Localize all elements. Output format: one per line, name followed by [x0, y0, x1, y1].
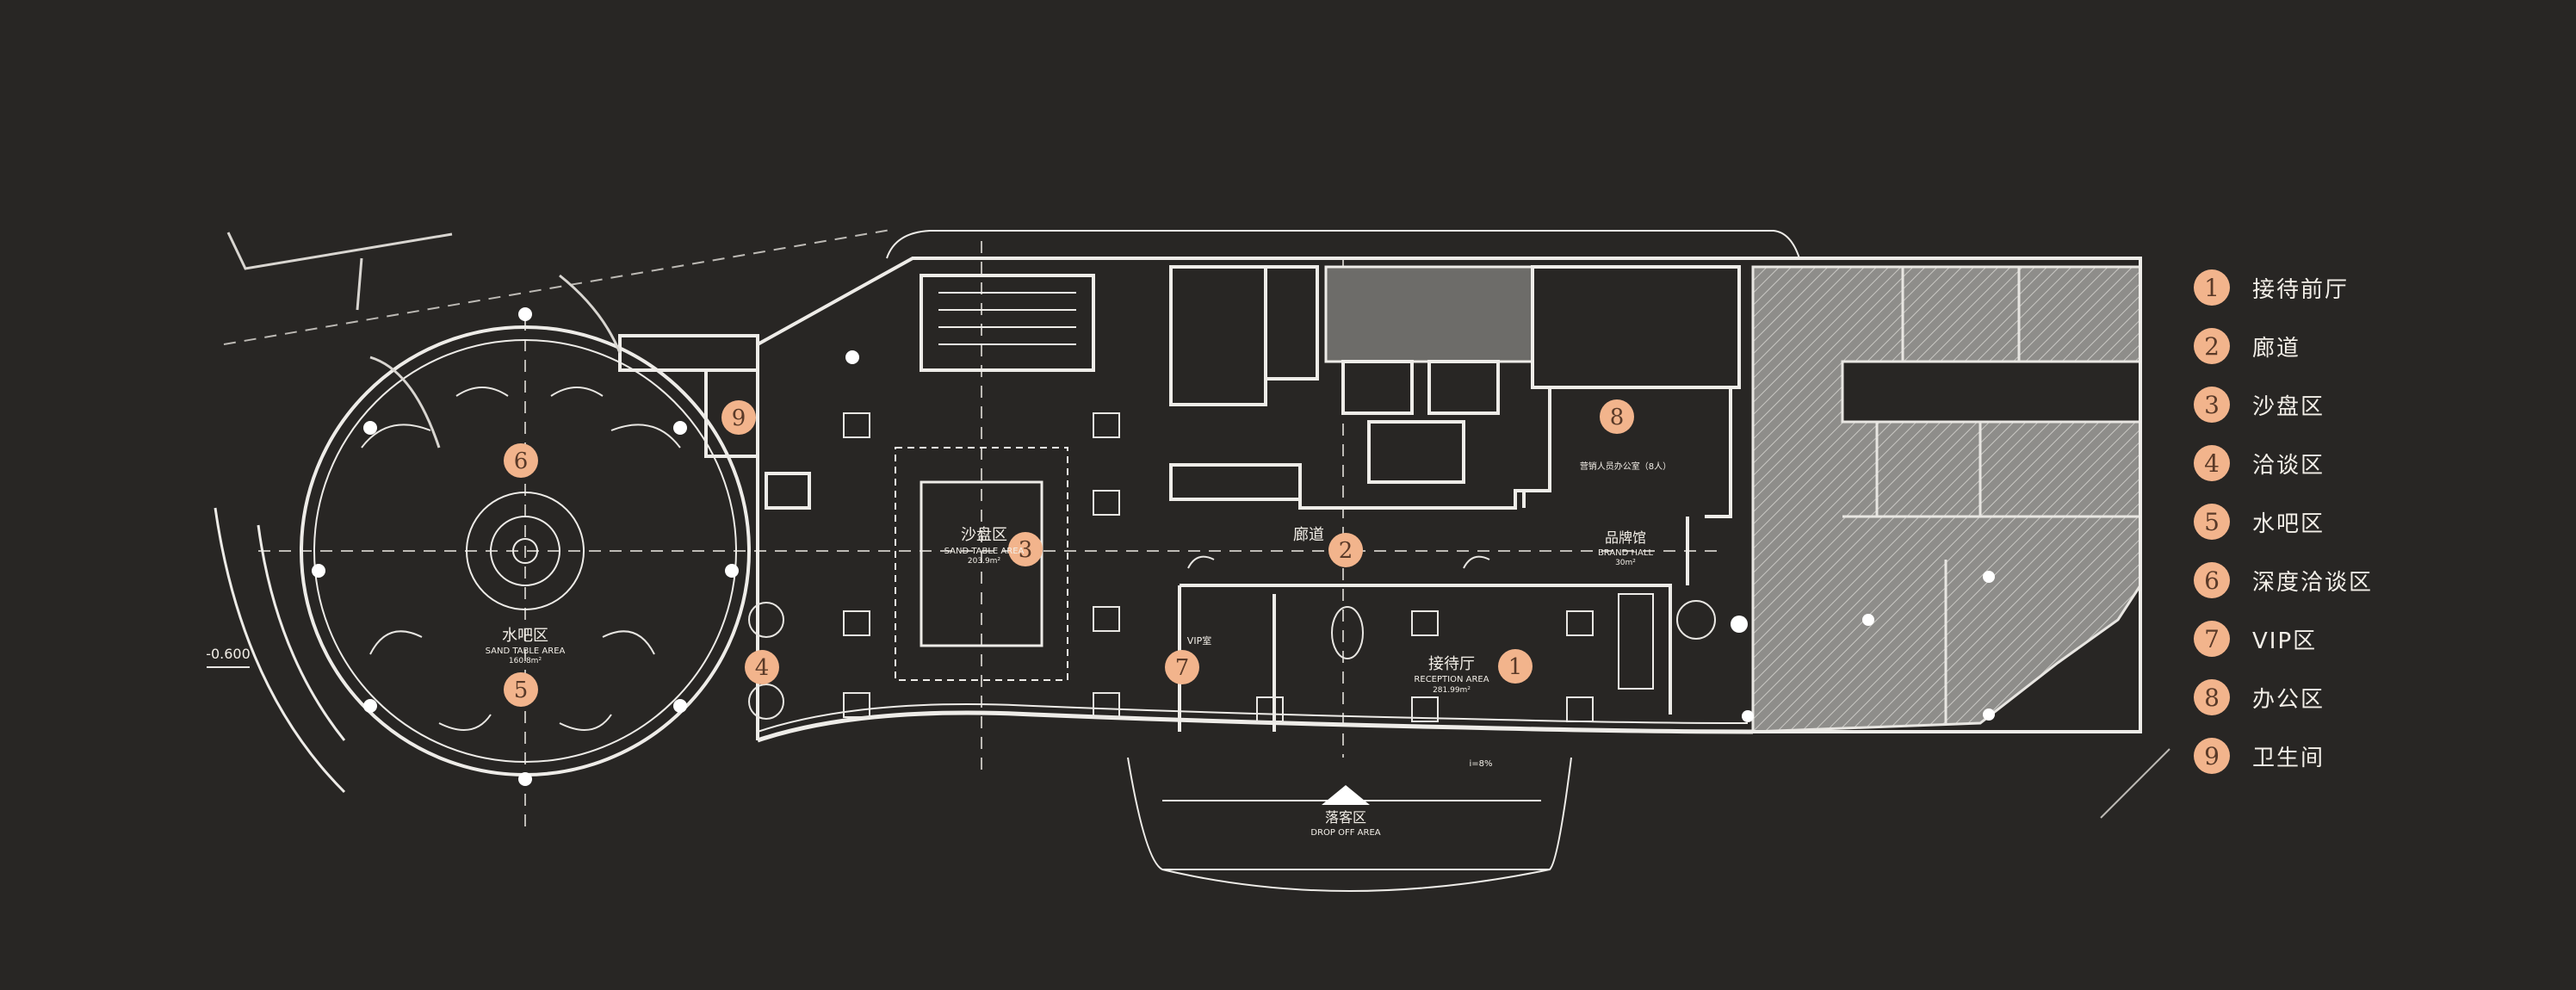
marker-8: 8: [1600, 399, 1634, 434]
legend-label: 卫生间: [2252, 745, 2325, 771]
sand-table-area: 203.9m²: [968, 557, 1001, 566]
reception-en: RECEPTION AREA: [1414, 675, 1489, 684]
brand-hall-area: 30m²: [1615, 559, 1636, 567]
marker-7: 7: [1165, 650, 1199, 684]
drop-off-en: DROP OFF AREA: [1310, 828, 1380, 838]
interior-walls: [618, 265, 1741, 732]
brand-hall-label: 品牌馆: [1605, 529, 1646, 546]
water-bar-area: 160.8m²: [509, 657, 542, 665]
legend-label: 水吧区: [2252, 510, 2325, 537]
marker-3: 3: [1008, 532, 1043, 566]
light-points: [312, 307, 1995, 786]
level-label: -0.600: [206, 646, 251, 662]
legend-number: 4: [2194, 445, 2230, 481]
legend-item-2: 2 廊道: [2194, 317, 2373, 375]
reception-area: 281.99m²: [1433, 686, 1471, 695]
slope-label: i=8%: [1469, 759, 1492, 769]
marker-4: 4: [745, 650, 779, 684]
legend-label: 洽谈区: [2252, 452, 2325, 479]
legend-item-6: 6 深度洽谈区: [2194, 551, 2373, 609]
drop-off-label: 落客区: [1325, 809, 1366, 826]
furniture: [361, 387, 1716, 731]
legend-item-9: 9 卫生间: [2194, 727, 2373, 785]
legend-number: 6: [2194, 562, 2230, 598]
marker-2: 2: [1328, 533, 1363, 567]
hatched-zone: [1751, 265, 2142, 733]
svg-text:6: 6: [514, 449, 529, 474]
svg-text:1: 1: [1508, 654, 1523, 680]
water-bar-label: 水吧区: [502, 627, 548, 645]
legend-item-1: 1 接待前厅: [2194, 258, 2373, 317]
room-labels: 接待厅 RECEPTION AREA 281.99m² 廊道 沙盘区 SAND …: [206, 461, 1671, 838]
legend-item-8: 8 办公区: [2194, 668, 2373, 727]
svg-text:7: 7: [1175, 655, 1190, 681]
legend-number: 2: [2194, 328, 2230, 364]
marker-6: 6: [504, 443, 538, 478]
legend-number: 1: [2194, 269, 2230, 306]
svg-text:4: 4: [755, 655, 770, 681]
legend-label: VIP区: [2252, 628, 2318, 654]
legend-label: 深度洽谈区: [2252, 569, 2374, 596]
legend-number: 8: [2194, 679, 2230, 715]
sand-table-en: SAND TABLE AREA: [944, 547, 1025, 556]
svg-text:2: 2: [1339, 538, 1353, 564]
legend-label: 沙盘区: [2252, 393, 2325, 420]
legend-number: 5: [2194, 504, 2230, 540]
svg-text:5: 5: [514, 678, 529, 703]
legend-item-7: 7 VIP区: [2194, 609, 2373, 668]
vip-label: VIP室: [1187, 634, 1211, 647]
water-bar-en: SAND TABLE AREA: [486, 647, 566, 656]
legend-label: 接待前厅: [2252, 276, 2350, 303]
legend-item-5: 5 水吧区: [2194, 492, 2373, 551]
sand-table-label: 沙盘区: [961, 526, 1007, 544]
brand-hall-en: BRAND HALL: [1598, 548, 1654, 558]
svg-text:9: 9: [732, 405, 746, 431]
svg-text:3: 3: [1019, 537, 1033, 563]
entry-arrow-icon: [1322, 785, 1370, 805]
office-label: 营销人员办公室（8人）: [1580, 461, 1671, 472]
svg-text:8: 8: [1610, 405, 1625, 430]
guide-lines: [223, 228, 2170, 826]
site-lines: [226, 232, 622, 449]
legend-item-4: 4 洽谈区: [2194, 434, 2373, 492]
legend-number: 9: [2194, 738, 2230, 774]
corridor-label: 廊道: [1293, 526, 1324, 544]
plan-markers: 1 2 3 4 5 6 7 8 9: [504, 399, 1634, 707]
reception-label: 接待厅: [1428, 655, 1475, 673]
legend-number: 7: [2194, 621, 2230, 657]
marker-1: 1: [1498, 649, 1533, 684]
marker-9: 9: [721, 400, 756, 435]
marker-5: 5: [504, 672, 538, 707]
legend-number: 3: [2194, 387, 2230, 423]
legend-label: 办公区: [2252, 686, 2325, 713]
legend-label: 廊道: [2252, 335, 2301, 362]
legend-item-3: 3 沙盘区: [2194, 375, 2373, 434]
